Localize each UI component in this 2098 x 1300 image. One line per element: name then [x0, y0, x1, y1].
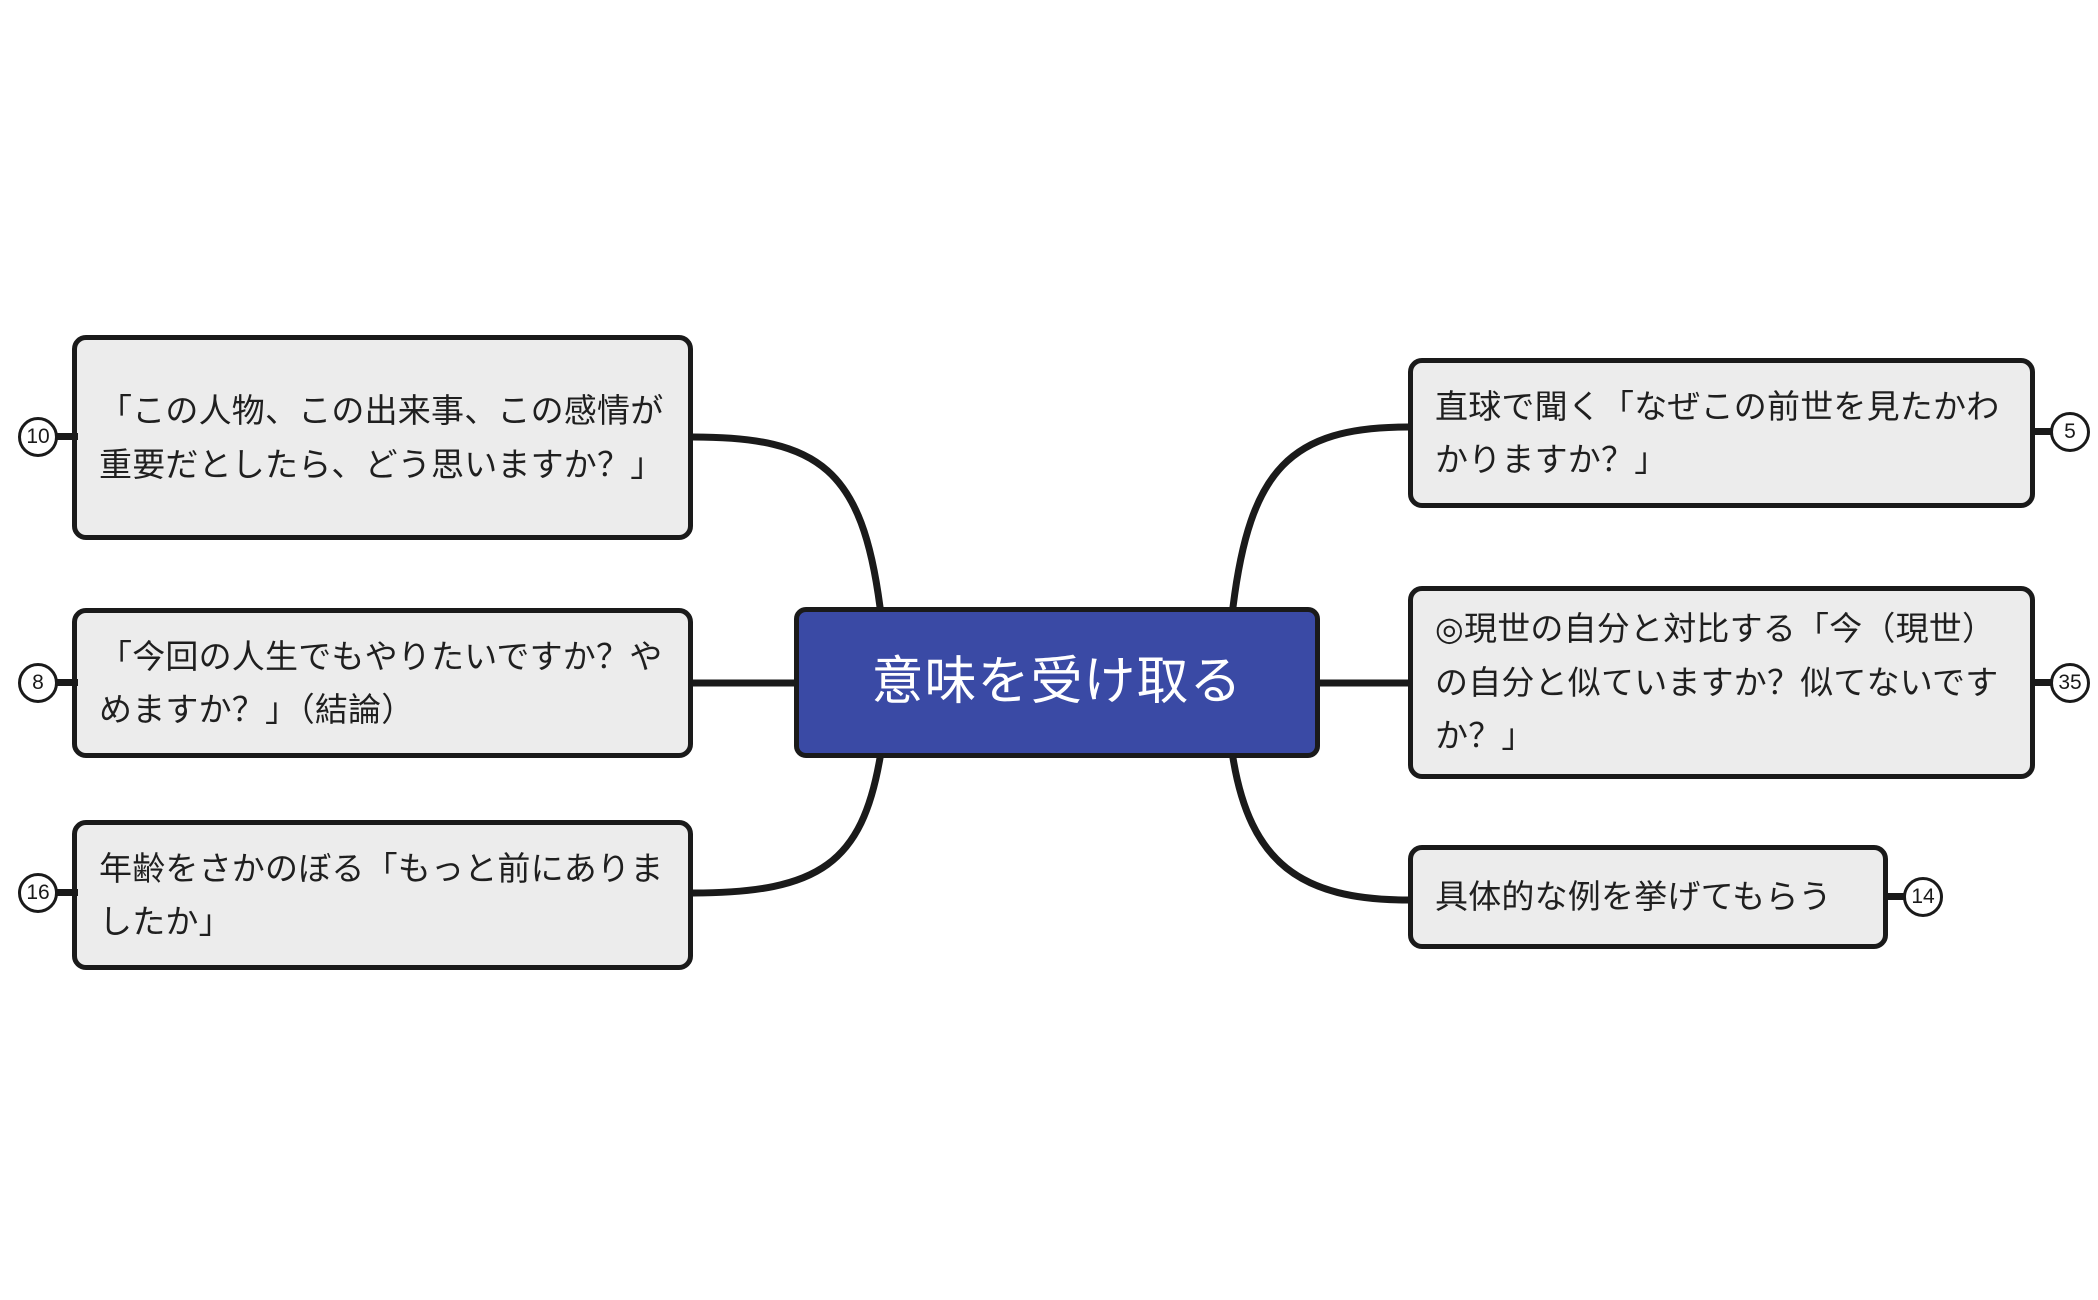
- root-node[interactable]: 意味を受け取る: [794, 607, 1320, 758]
- badge-left-3-label: 16: [26, 881, 50, 904]
- badge-left-1[interactable]: 10: [18, 417, 58, 457]
- badge-right-1[interactable]: 5: [2050, 412, 2090, 452]
- badge-right-3[interactable]: 14: [1903, 877, 1943, 917]
- root-node-label: 意味を受け取る: [871, 653, 1243, 712]
- badge-left-2[interactable]: 8: [18, 663, 58, 703]
- badge-right-1-label: 5: [2064, 420, 2076, 443]
- connector-right-1: [1229, 423, 1412, 611]
- branch-node-left-3[interactable]: 年齢をさかのぼる「もっと前にありましたか」: [72, 820, 693, 970]
- branch-node-right-2-label: ◎現世の自分と対比する「今（現世）の自分と似ていますか？似てないですか？」: [1435, 610, 1999, 755]
- connector-left-3: [689, 754, 884, 897]
- badge-stub-right-3: [1884, 893, 1908, 900]
- badge-stub-right-2: [2030, 679, 2056, 686]
- branch-node-right-3[interactable]: 具体的な例を挙げてもらう: [1408, 845, 1888, 949]
- branch-node-left-3-label: 年齢をさかのぼる「もっと前にありましたか」: [99, 849, 664, 940]
- branch-node-left-1-label: 「この人物、この出来事、この感情が重要だとしたら、どう思いますか？」: [99, 392, 664, 483]
- branch-node-right-2[interactable]: ◎現世の自分と対比する「今（現世）の自分と似ていますか？似てないですか？」: [1408, 586, 2035, 779]
- connector-left-1: [689, 433, 884, 611]
- branch-node-right-1-label: 直球で聞く「なぜこの前世を見たかわかりますか？」: [1435, 387, 2000, 478]
- badge-right-3-label: 14: [1911, 885, 1935, 908]
- branch-node-left-1[interactable]: 「この人物、この出来事、この感情が重要だとしたら、どう思いますか？」: [72, 335, 693, 540]
- badge-right-2[interactable]: 35: [2050, 663, 2090, 703]
- branch-node-left-2[interactable]: 「今回の人生でもやりたいですか？やめますか？」（結論）: [72, 608, 693, 758]
- badge-stub-left-1: [52, 433, 78, 440]
- badge-stub-right-1: [2030, 428, 2056, 435]
- branch-node-right-3-label: 具体的な例を挙げてもらう: [1435, 878, 1832, 916]
- badge-left-2-label: 8: [32, 671, 44, 694]
- branch-node-left-2-label: 「今回の人生でもやりたいですか？やめますか？」（結論）: [99, 637, 663, 728]
- badge-stub-left-3: [52, 889, 78, 896]
- badge-left-3[interactable]: 16: [18, 873, 58, 913]
- badge-stub-left-2: [52, 679, 78, 686]
- badge-right-2-label: 35: [2058, 671, 2082, 694]
- branch-node-right-1[interactable]: 直球で聞く「なぜこの前世を見たかわかりますか？」: [1408, 358, 2035, 508]
- badge-left-1-label: 10: [26, 425, 50, 448]
- connector-right-3: [1229, 754, 1412, 904]
